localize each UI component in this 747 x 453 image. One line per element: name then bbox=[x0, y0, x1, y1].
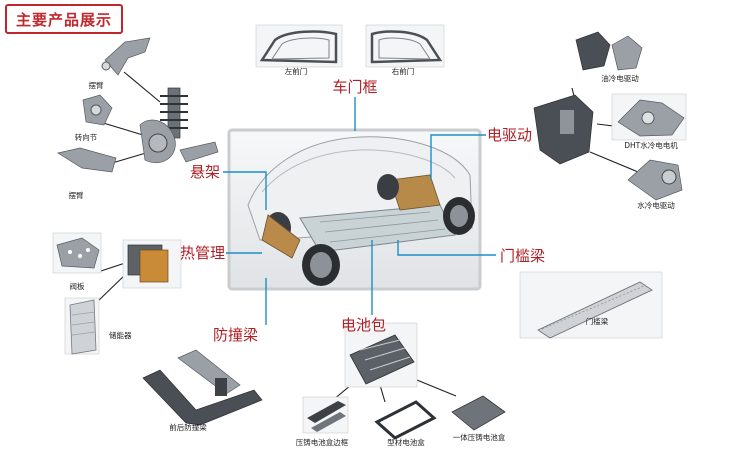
label-left-front-door: 左前门 bbox=[285, 66, 308, 76]
label-dht-motor: DHT水冷电电机 bbox=[624, 140, 678, 150]
door-frame-parts bbox=[255, 24, 445, 68]
category-suspension: 悬架 bbox=[190, 163, 220, 181]
label-sill-beam-part: 门槛梁 bbox=[586, 316, 609, 326]
label-integrated-battery-box: 一体压铸电池盒 bbox=[453, 432, 506, 442]
category-thermal: 热管理 bbox=[180, 244, 225, 262]
label-steering-knuckle: 转向节 bbox=[75, 132, 98, 142]
label-right-front-door: 右前门 bbox=[392, 66, 415, 76]
label-valve-plate: 阀板 bbox=[70, 281, 85, 291]
category-battery-pack: 电池包 bbox=[341, 316, 386, 334]
label-control-arm-bottom: 摆臂 bbox=[69, 190, 84, 200]
category-bumper: 防撞梁 bbox=[213, 326, 258, 344]
label-water-cooled-drive: 水冷电驱动 bbox=[637, 200, 675, 210]
label-battery-frame: 压铸电池盒边框 bbox=[296, 437, 349, 447]
page-title: 主要产品展示 bbox=[15, 10, 112, 29]
label-oil-cooled-drive: 油冷电驱动 bbox=[601, 73, 639, 83]
e-drive-parts bbox=[533, 31, 687, 201]
suspension-parts bbox=[57, 37, 219, 173]
category-door-frame: 车门框 bbox=[332, 78, 377, 96]
part-leader-lines bbox=[95, 71, 644, 403]
label-accumulator: 储能器 bbox=[109, 330, 132, 340]
label-control-arm-top: 摆臂 bbox=[89, 80, 104, 90]
category-sill-beam: 门槛梁 bbox=[500, 247, 545, 265]
bumper-parts bbox=[142, 349, 263, 426]
page-title-box: 主要产品展示 bbox=[5, 4, 123, 34]
label-front-rear-bumper: 前后防撞梁 bbox=[169, 422, 207, 432]
vehicle-chassis-image bbox=[227, 128, 482, 291]
label-profile-battery-box: 型材电池盒 bbox=[387, 437, 425, 447]
category-e-drive: 电驱动 bbox=[487, 126, 532, 144]
battery-parts bbox=[302, 322, 506, 440]
thermal-parts bbox=[52, 232, 182, 355]
connector-lines bbox=[223, 97, 496, 325]
sill-beam-part bbox=[519, 271, 663, 339]
